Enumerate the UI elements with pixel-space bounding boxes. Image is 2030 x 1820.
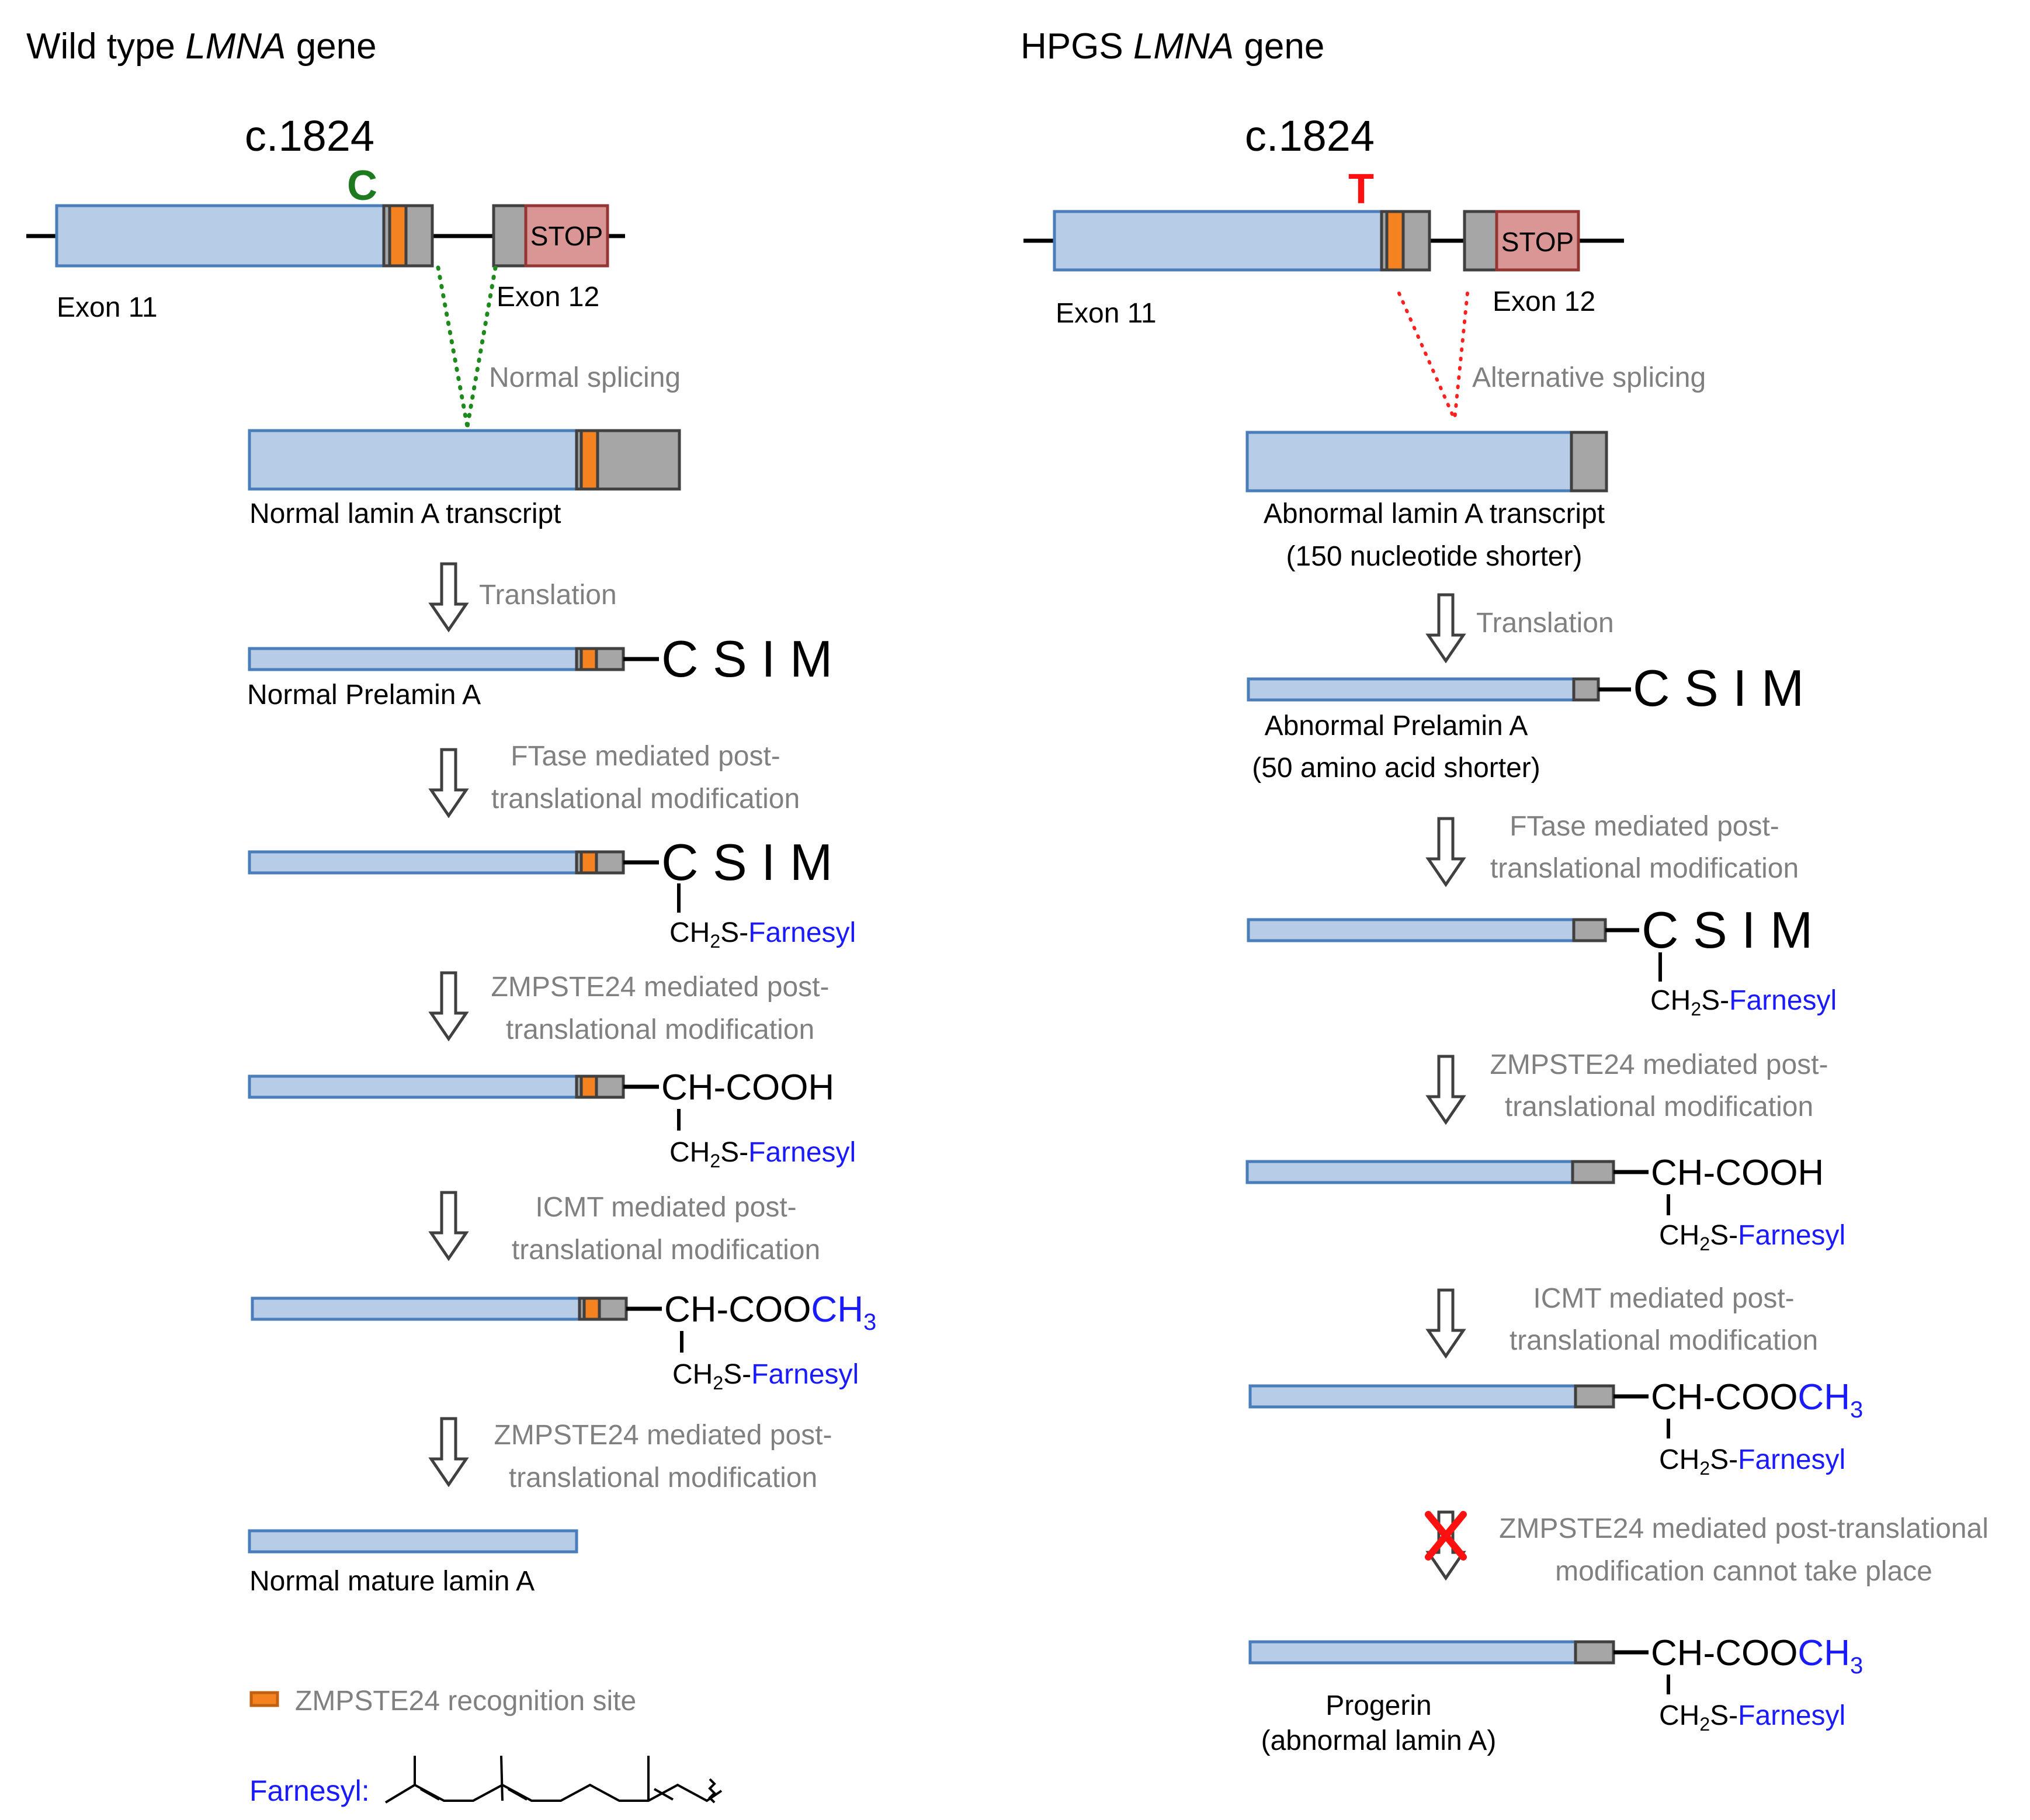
svg-text:ZMPSTE24 mediated post-: ZMPSTE24 mediated post-: [494, 1420, 832, 1451]
mature-lamin-bar: [248, 1529, 578, 1554]
svg-text:modification cannot take place: modification cannot take place: [1555, 1556, 1932, 1587]
svg-text:(abnormal lamin A): (abnormal lamin A): [1261, 1725, 1497, 1756]
prelamin-label: Normal Prelamin A: [247, 680, 481, 710]
svg-text:Translation: Translation: [479, 580, 617, 611]
svg-text:ICMT mediated post-: ICMT mediated post-: [1533, 1283, 1794, 1314]
stop-label: STOP: [530, 221, 603, 251]
svg-text:C S I M: C S I M: [661, 630, 832, 688]
svg-text:C S I M: C S I M: [661, 833, 832, 891]
svg-text:CH-COOCH3: CH-COOCH3: [1651, 1633, 1863, 1679]
svg-text:(150 nucleotide shorter): (150 nucleotide shorter): [1286, 541, 1583, 572]
svg-text:translational modification: translational modification: [491, 784, 800, 814]
hgps-gene-structure: STOP c.1824 T Exon 11 Exon 12: [1023, 112, 1624, 329]
svg-text:Translation: Translation: [1476, 608, 1614, 639]
svg-text:CH-COOH: CH-COOH: [661, 1067, 834, 1108]
svg-text:translational modification: translational modification: [506, 1014, 814, 1045]
svg-text:CH-COOCH3: CH-COOCH3: [1651, 1377, 1863, 1423]
progerin-label: Progerin: [1325, 1690, 1431, 1721]
blocked-x-icon: [1425, 1511, 1467, 1561]
svg-text:FTase mediated post-: FTase mediated post-: [1510, 811, 1779, 842]
splicing-label: Normal splicing: [489, 362, 681, 393]
svg-text:translational modification: translational modification: [509, 1462, 817, 1493]
down-arrow: [431, 564, 466, 630]
svg-text:STOP: STOP: [1501, 227, 1574, 257]
svg-text:Exon 12: Exon 12: [1493, 286, 1595, 317]
normal-transcript: [248, 429, 578, 491]
zmpste24-site: [388, 204, 408, 268]
svg-text:FTase mediated post-: FTase mediated post-: [511, 741, 780, 772]
svg-text:CH2S-Farnesyl: CH2S-Farnesyl: [1650, 985, 1837, 1020]
svg-text:translational modification: translational modification: [1510, 1325, 1818, 1356]
abnormal-transcript: [1245, 431, 1573, 493]
svg-text:CH-COOH: CH-COOH: [1651, 1153, 1824, 1193]
exon12-label: Exon 12: [497, 282, 599, 313]
svg-text:translational modification: translational modification: [1490, 853, 1799, 884]
hgps-panel: HPGS LMNA gene STOP c.1824 T Exon 11 Exo…: [1021, 26, 1989, 1756]
wild-type-panel: Wild type LMNA gene STOP c.1824 C Exon 1…: [26, 26, 876, 1807]
stop-box: [524, 204, 609, 268]
hgps-title: HPGS LMNA gene: [1021, 26, 1324, 67]
svg-text:C S I M: C S I M: [1642, 901, 1813, 959]
transcript-label: Normal lamin A transcript: [249, 498, 561, 529]
exon11-box: [55, 204, 386, 268]
svg-text:ICMT mediated post-: ICMT mediated post-: [535, 1192, 796, 1223]
svg-text:translational modification: translational modification: [1505, 1091, 1813, 1122]
progerin-bar: [1248, 1640, 1577, 1665]
svg-text:ZMPSTE24 mediated post-transla: ZMPSTE24 mediated post-translational: [1499, 1513, 1989, 1544]
wild-type-gene-structure: STOP c.1824 C Exon 11 Exon 12: [26, 112, 625, 323]
svg-text:CH2S-Farnesyl: CH2S-Farnesyl: [1659, 1220, 1845, 1254]
hgps-position-label: c.1824: [1245, 112, 1375, 160]
wild-type-title: Wild type LMNA gene: [26, 26, 377, 67]
svg-text:C S I M: C S I M: [1633, 659, 1804, 717]
svg-text:ZMPSTE24 mediated post-: ZMPSTE24 mediated post-: [1490, 1049, 1828, 1080]
svg-text:CH2S-Farnesyl: CH2S-Farnesyl: [1659, 1444, 1845, 1479]
svg-text:ZMPSTE24 mediated post-: ZMPSTE24 mediated post-: [491, 972, 830, 1003]
svg-text:CH-COOCH3: CH-COOCH3: [664, 1289, 876, 1335]
svg-text:Abnormal Prelamin A: Abnormal Prelamin A: [1265, 710, 1528, 741]
svg-text:Alternative splicing: Alternative splicing: [1472, 362, 1706, 393]
svg-text:Exon 11: Exon 11: [1056, 298, 1157, 329]
exon11-label: Exon 11: [57, 292, 158, 323]
legend-farnesyl: Farnesyl:: [249, 1774, 370, 1807]
svg-text:(50 amino acid shorter): (50 amino acid shorter): [1252, 753, 1540, 784]
position-label: c.1824: [245, 112, 374, 160]
svg-text:CH2S-Farnesyl: CH2S-Farnesyl: [669, 1137, 856, 1171]
svg-text:CH2S-Farnesyl: CH2S-Farnesyl: [669, 917, 856, 952]
svg-text:CH2S-Farnesyl: CH2S-Farnesyl: [672, 1359, 859, 1393]
legend: ZMPSTE24 recognition site Farnesyl:: [249, 1686, 723, 1807]
mature-label: Normal mature lamin A: [249, 1566, 535, 1597]
svg-text:translational modification: translational modification: [512, 1235, 820, 1266]
svg-text:CH2S-Farnesyl: CH2S-Farnesyl: [1659, 1700, 1845, 1735]
svg-text:Abnormal lamin A transcript: Abnormal lamin A transcript: [1264, 498, 1605, 529]
nucleotide-t: T: [1348, 166, 1374, 213]
nucleotide-c: C: [347, 162, 377, 209]
farnesyl-structure: [384, 1755, 723, 1804]
legend-recognition-site: ZMPSTE24 recognition site: [295, 1686, 636, 1717]
